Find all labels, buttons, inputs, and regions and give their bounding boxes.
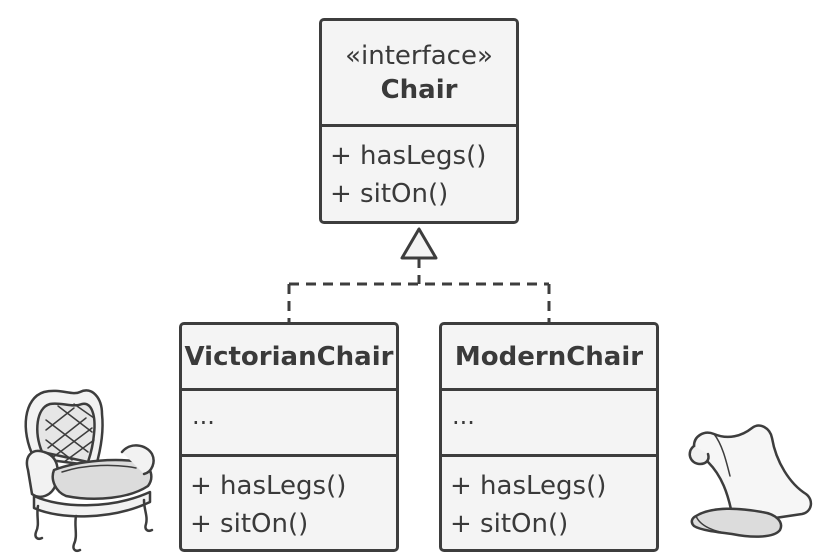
interface-methods: + hasLegs() + sitOn() — [322, 124, 516, 221]
victorian-chair-name: VictorianChair — [184, 341, 394, 372]
class-victorian-chair-box: VictorianChair ... + hasLegs() + sitOn() — [179, 322, 399, 552]
method-has-legs: + hasLegs() — [330, 141, 487, 171]
class-modern-chair-box: ModernChair ... + hasLegs() + sitOn() — [439, 322, 659, 552]
interface-name: Chair — [380, 74, 458, 105]
victorian-chair-header: VictorianChair — [182, 325, 396, 388]
method-sit-on: + sitOn() — [330, 179, 449, 209]
modern-chair-fields: ... — [442, 388, 656, 454]
method-sit-on: + sitOn() — [190, 509, 309, 539]
modern-chair-header: ModernChair — [442, 325, 656, 388]
scroll-icon — [688, 424, 813, 538]
victorian-chair-fields-text: ... — [192, 402, 215, 430]
modern-chair-methods: + hasLegs() + sitOn() — [442, 454, 656, 549]
modern-chair-name: ModernChair — [454, 341, 644, 372]
modern-chair-fields-text: ... — [452, 402, 475, 430]
method-has-legs: + hasLegs() — [450, 471, 607, 501]
interface-chair-box: «interface» Chair + hasLegs() + sitOn() — [319, 18, 519, 224]
method-sit-on: + sitOn() — [450, 509, 569, 539]
realization-arrowhead-icon — [400, 227, 438, 260]
victorian-chair-fields: ... — [182, 388, 396, 454]
interface-header: «interface» Chair — [322, 21, 516, 124]
armchair-icon — [24, 389, 155, 552]
interface-stereotype: «interface» — [345, 40, 493, 71]
realization-connector — [287, 258, 551, 322]
victorian-chair-methods: + hasLegs() + sitOn() — [182, 454, 396, 549]
method-has-legs: + hasLegs() — [190, 471, 347, 501]
